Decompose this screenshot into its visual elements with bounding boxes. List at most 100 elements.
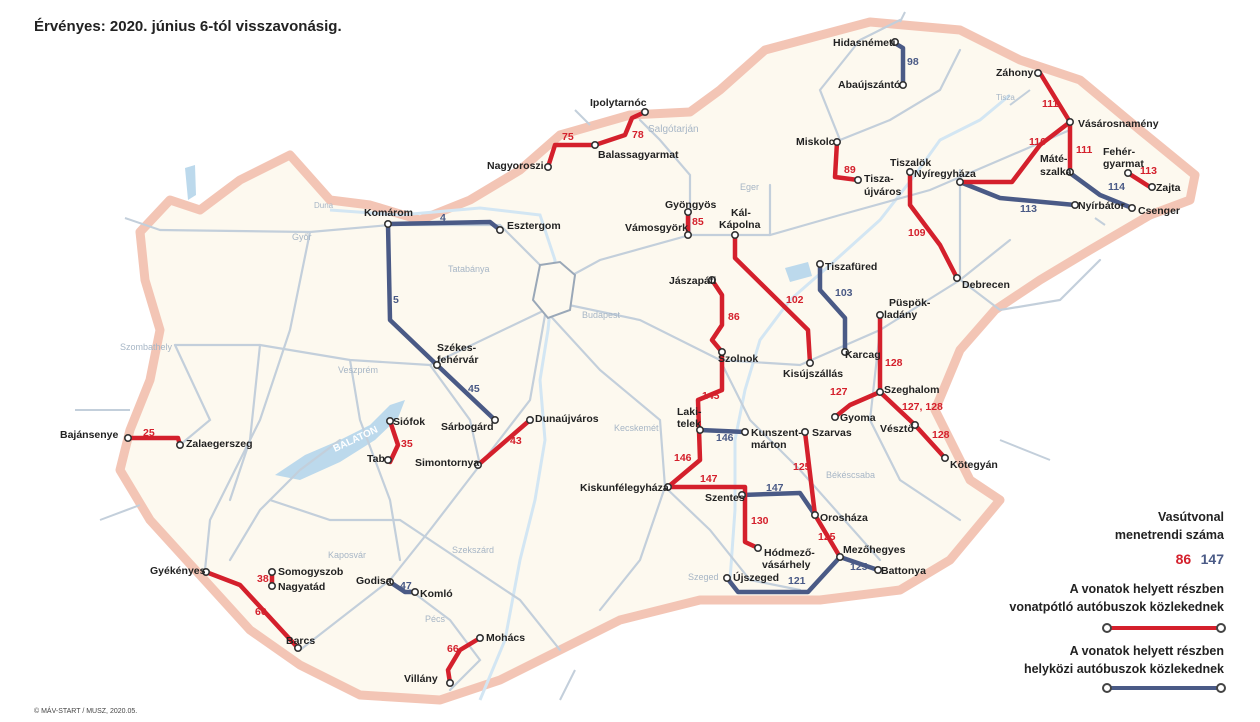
station-label: Nyíregyháza [914, 168, 976, 180]
station-dot [1148, 183, 1157, 192]
station-dot [590, 141, 599, 150]
station-label: Gyékényes [150, 565, 206, 577]
lake-ferto [185, 165, 196, 200]
station-dot [1034, 69, 1043, 78]
legend-red-line [1102, 623, 1226, 633]
station-dot [176, 440, 185, 449]
legend-sample-blue: 147 [1200, 551, 1224, 567]
station-label: Kál- [731, 207, 751, 219]
station-label: Siófok [393, 416, 425, 428]
copyright-credit: © MÁV-START / MUSZ, 2020.05. [34, 708, 138, 715]
station-dot [293, 643, 302, 652]
budapest-ring [531, 260, 577, 320]
station-dot [124, 433, 133, 442]
station-dot [385, 416, 394, 425]
station-label: Szolnok [718, 353, 758, 365]
route-number: 146 [716, 432, 734, 444]
station-dot [832, 138, 841, 147]
station-label: Godisa [356, 575, 392, 587]
route-number: 146 [674, 452, 692, 464]
station-label: Tiszalök [890, 157, 931, 169]
station-dot [810, 510, 819, 519]
station-label: Dunaújváros [535, 413, 599, 425]
station-label: Kisújszállás [783, 368, 843, 380]
route-114 [1067, 170, 1135, 211]
station-dots [124, 37, 1157, 687]
route-number: 111 [1042, 98, 1059, 110]
station-label: Záhony [996, 67, 1033, 79]
station-label: Miskolc [796, 136, 835, 148]
station-label: telek [677, 418, 701, 430]
station-dot [898, 81, 907, 90]
route-103 [817, 261, 848, 355]
route-number: 147 [700, 473, 718, 485]
place-label: Győr [292, 232, 312, 242]
station-label: Kiskunfélegyháza [580, 482, 669, 494]
route-5-45 [385, 221, 498, 423]
station-label: Tiszafüred [825, 261, 877, 273]
station-dot [890, 37, 899, 46]
station-label: Balassagyarmat [598, 149, 679, 161]
station-label: Jászapáti [669, 275, 716, 287]
station-dot [955, 178, 964, 187]
station-label: Gyoma [840, 412, 876, 424]
station-label: Kötegyán [950, 459, 998, 471]
place-label: Szombathely [120, 342, 173, 352]
station-label: Laki- [677, 406, 702, 418]
station-label: gyarmat [1103, 158, 1144, 170]
station-dot [473, 460, 482, 469]
route-43 [475, 417, 533, 468]
station-dot [525, 415, 534, 424]
legend-sample-red: 86 [1175, 551, 1192, 567]
station-dot [835, 552, 844, 561]
route-121-125 [724, 554, 881, 595]
route-113-blue [957, 179, 1078, 208]
station-dot [495, 226, 504, 235]
route-number: 113 [1140, 165, 1157, 177]
place-label: Kaposvár [328, 550, 366, 560]
legend-blue-line [1102, 683, 1226, 693]
river-tisza [728, 93, 1011, 581]
station-dot [737, 490, 746, 499]
station-dot [1071, 201, 1080, 210]
route-number: 113 [1020, 203, 1037, 215]
legend-line-title-1: Vasútvonal [1158, 510, 1224, 524]
place-label: Duna [314, 201, 334, 210]
station-label: Tisza- [864, 173, 894, 185]
place-label: Szeged [688, 572, 719, 582]
station-dot [740, 427, 749, 436]
station-label: Szentes [705, 492, 745, 504]
place-label: Tatabánya [448, 264, 490, 274]
route-130 [742, 492, 761, 551]
station-label: Szé­kes- [437, 342, 477, 354]
route-number: 85 [692, 216, 704, 228]
station-label: Tab [367, 453, 385, 465]
station-dot [1128, 204, 1137, 213]
place-label: Szekszárd [452, 545, 494, 555]
station-label: Csenger [1138, 205, 1180, 217]
station-label: Vámosgyörk [625, 222, 688, 234]
station-label: Simontornya [415, 457, 479, 469]
route-113-red [1125, 170, 1153, 190]
station-label: Hidasnémeti [833, 37, 896, 49]
station-label: Nagyoroszi [487, 160, 544, 172]
station-dot [1124, 169, 1133, 178]
route-66 [445, 635, 483, 686]
station-dot [385, 577, 394, 586]
station-dot [707, 275, 716, 284]
station-dot [490, 415, 499, 424]
station-dot [663, 482, 672, 491]
station-label: fehérvár [437, 354, 478, 366]
legend-line-title-2: menetrendi száma [1114, 528, 1224, 542]
route-116 [957, 119, 1073, 185]
station-label: Komló [420, 588, 453, 600]
route-127 [832, 389, 883, 420]
station-dot [853, 176, 862, 185]
place-label: Budapest [582, 310, 621, 320]
route-89 [832, 139, 861, 183]
station-dot [432, 360, 441, 369]
station-dot [830, 412, 839, 421]
station-dot [753, 543, 762, 552]
place-label: Pécs [425, 614, 446, 624]
station-label: újváros [864, 186, 902, 198]
